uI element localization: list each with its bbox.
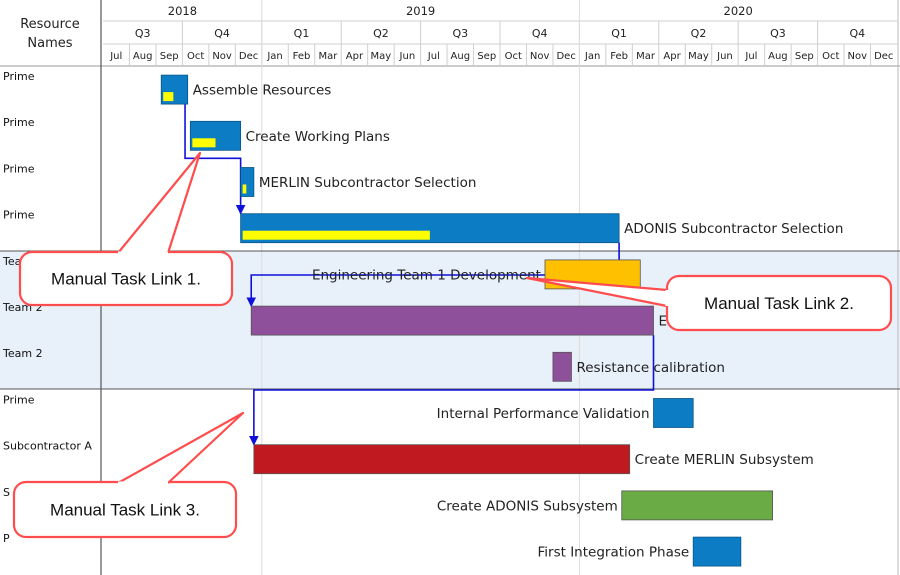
month-label: Jun [716, 51, 733, 62]
task-label: Create MERLIN Subsystem [635, 452, 814, 468]
month-label: Sep [477, 51, 496, 62]
quarter-label: Q4 [214, 27, 230, 40]
month-label: Nov [848, 51, 868, 62]
task-link [246, 242, 620, 308]
resource-name: Prime [3, 70, 35, 83]
task-link [184, 104, 246, 215]
callout-2: Manual Task Link 2. [525, 274, 893, 332]
month-label: Nov [212, 51, 232, 62]
month-label: Aug [768, 51, 788, 62]
quarter-label: Q3 [135, 27, 151, 40]
callout-text: Manual Task Link 2. [704, 294, 854, 313]
month-label: May [371, 51, 392, 62]
quarter-label: Q3 [452, 27, 468, 40]
callout-pointer [117, 411, 245, 484]
month-label: Apr [663, 51, 681, 62]
task-label: MERLIN Subcontractor Selection [259, 175, 477, 191]
resource-name: Team 2 [2, 347, 43, 360]
quarter-label: Q2 [373, 27, 389, 40]
quarter-label: Q2 [691, 27, 707, 40]
callout-text: Manual Task Link 1. [51, 270, 201, 289]
task-progress [163, 92, 174, 102]
month-label: Jul [109, 51, 122, 62]
month-label: Feb [293, 51, 311, 62]
month-label: Dec [874, 51, 893, 62]
month-label: Aug [133, 51, 153, 62]
month-label: Jul [744, 51, 757, 62]
month-label: Oct [505, 51, 522, 62]
quarter-label: Q4 [532, 27, 548, 40]
resource-names-header-line1: Resource [20, 17, 80, 32]
resource-names-header-line2: Names [27, 36, 72, 51]
month-label: Jan [584, 51, 600, 62]
task-bar [653, 398, 694, 428]
callout-pointer [117, 151, 202, 254]
task-label: Resistance calibration [576, 360, 725, 376]
year-label: 2020 [724, 4, 753, 18]
year-label: 2018 [168, 4, 197, 18]
resource-name: S [3, 486, 10, 499]
month-label: Apr [346, 51, 364, 62]
month-label: Mar [319, 51, 339, 62]
task-label: Create Working Plans [246, 129, 390, 145]
callout-1: Manual Task Link 1. [18, 151, 234, 307]
quarter-label: Q4 [849, 27, 865, 40]
month-label: Oct [822, 51, 839, 62]
callout-pointer [525, 276, 668, 308]
resource-name: Subcontractor A [3, 440, 92, 453]
month-label: Sep [160, 51, 179, 62]
month-label: Feb [610, 51, 628, 62]
month-label: Aug [451, 51, 471, 62]
task-progress [242, 230, 430, 240]
resource-name: Prime [3, 116, 35, 129]
callout-3: Manual Task Link 3. [12, 411, 245, 539]
task-link [249, 335, 655, 446]
quarter-label: Q1 [611, 27, 627, 40]
resource-name: P [3, 532, 10, 545]
resource-name: Prime [3, 393, 35, 406]
month-label: Nov [530, 51, 550, 62]
resource-name: Prime [3, 162, 35, 175]
callout-text: Manual Task Link 3. [50, 501, 200, 520]
task-label: Internal Performance Validation [437, 406, 650, 422]
task-bar [250, 305, 654, 336]
task-bar [621, 490, 774, 521]
month-label: Mar [636, 51, 656, 62]
month-label: Dec [556, 51, 575, 62]
task-label: Create ADONIS Subsystem [437, 498, 618, 514]
month-label: Jan [266, 51, 282, 62]
task-label: Assemble Resources [193, 83, 332, 99]
task-label: ADONIS Subcontractor Selection [624, 221, 843, 237]
month-label: Oct [187, 51, 204, 62]
task-label: Engineering Team 1 Development [312, 267, 541, 283]
year-label: 2019 [406, 4, 435, 18]
task-bar [692, 536, 742, 567]
month-label: Jul [427, 51, 440, 62]
month-label: Dec [239, 51, 258, 62]
task-bar [552, 351, 572, 382]
task-label: First Integration Phase [538, 545, 690, 561]
task-label: E [659, 314, 668, 330]
month-label: Sep [795, 51, 814, 62]
month-label: May [688, 51, 709, 62]
callout-group: Manual Task Link 1. Manual Task Link 2. Ma… [12, 151, 893, 539]
task-bar [253, 444, 631, 475]
quarter-label: Q3 [770, 27, 786, 40]
task-progress [192, 138, 216, 148]
quarter-label: Q1 [294, 27, 310, 40]
task-progress [242, 184, 247, 194]
month-label: Jun [399, 51, 416, 62]
task-bar [240, 167, 255, 197]
resource-name: Prime [3, 209, 35, 222]
